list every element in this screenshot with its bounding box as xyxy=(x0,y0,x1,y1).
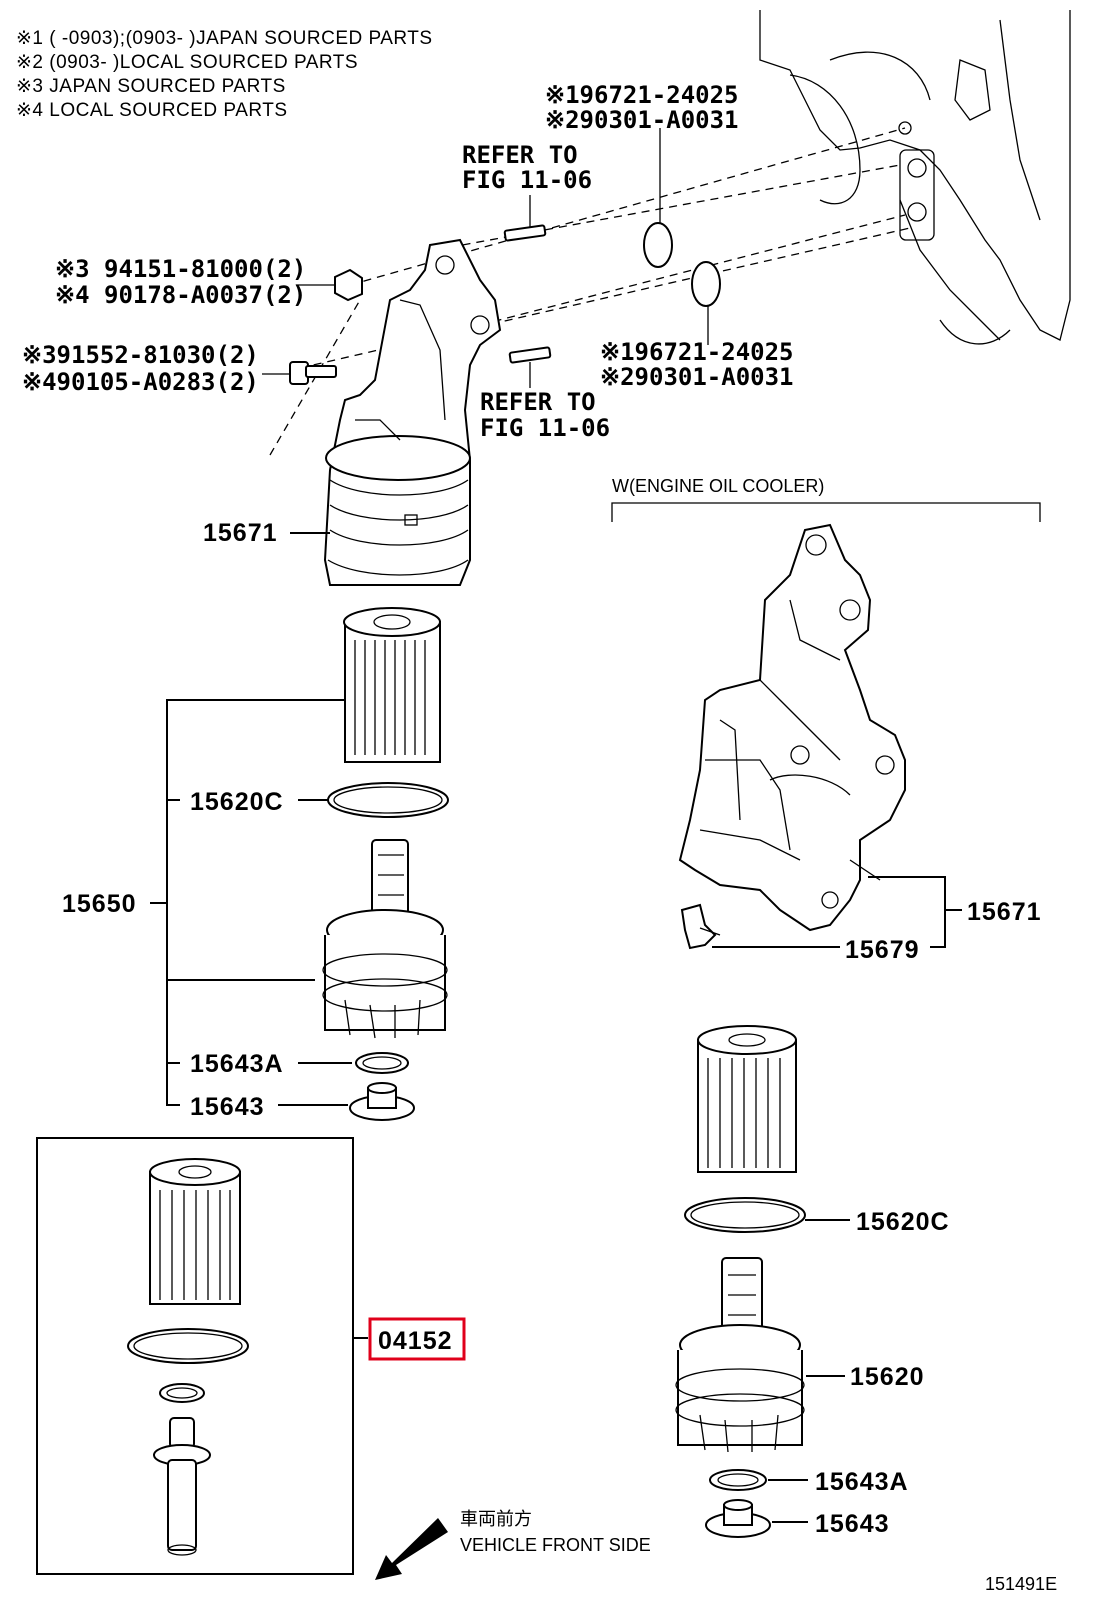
kit-part-highlight xyxy=(368,1317,466,1361)
oring-top xyxy=(643,222,673,268)
assembly-bracket-left xyxy=(150,699,345,1106)
filter-cap-left xyxy=(322,839,448,1039)
kit-filter-element xyxy=(149,1158,241,1305)
left-assembly-label: 15650 xyxy=(62,890,137,918)
left-element-gasket-label: 15620C xyxy=(190,788,284,816)
kit-box xyxy=(36,1137,354,1575)
left-cap-gasket-label: 15643A xyxy=(190,1050,284,1078)
nut-label-1: ※3 94151-81000(2) xyxy=(55,255,306,283)
kit-part-label[interactable]: 04152 xyxy=(378,1327,453,1355)
right-housing-bracket xyxy=(868,876,946,948)
drain-plug-left xyxy=(349,1082,415,1121)
filter-element-left xyxy=(343,607,441,763)
element-gasket-right xyxy=(684,1197,806,1233)
cooler-label: W(ENGINE OIL COOLER) xyxy=(612,476,824,496)
right-bracket-label: 15679 xyxy=(845,936,920,964)
filter-element-right xyxy=(697,1025,797,1173)
housing-left-drawing xyxy=(323,238,502,586)
bolt-icon xyxy=(289,361,337,385)
stud-top xyxy=(503,224,547,242)
engine-block-drawing xyxy=(759,10,1071,345)
kit-element-gasket xyxy=(127,1328,249,1364)
right-element-gasket-label: 15620C xyxy=(856,1208,950,1236)
kit-drain-pipe xyxy=(153,1417,211,1556)
bolt-label-1: ※391552-81030(2) xyxy=(22,341,259,369)
left-plug-label: 15643 xyxy=(190,1093,265,1121)
note-1: ※1 ( -0903);(0903- )JAPAN SOURCED PARTS xyxy=(16,28,433,49)
gasket-top-label-1: ※196721-24025 xyxy=(545,81,739,109)
note-4: ※4 LOCAL SOURCED PARTS xyxy=(16,100,288,121)
front-side-jp: 車両前方 xyxy=(460,1509,532,1529)
gasket-mid-label-2: ※290301-A0031 xyxy=(600,363,794,391)
refer-mid-1: REFER TO xyxy=(480,388,596,416)
nut-label-2: ※4 90178-A0037(2) xyxy=(55,281,306,309)
filter-cap-right xyxy=(675,1257,805,1453)
cap-gasket-right xyxy=(709,1469,767,1491)
note-2: ※2 (0903- )LOCAL SOURCED PARTS xyxy=(16,52,358,73)
notes-block: ※1 ( -0903);(0903- )JAPAN SOURCED PARTS … xyxy=(16,28,433,121)
right-cap-label: 15620 xyxy=(850,1363,925,1391)
nut-icon xyxy=(334,268,363,302)
oring-mid xyxy=(691,261,721,307)
stud-mid xyxy=(508,346,552,364)
element-gasket-left xyxy=(327,782,449,818)
right-housing-label: 15671 xyxy=(967,898,1042,926)
housing-right-drawing xyxy=(678,523,906,932)
front-direction-arrow-icon xyxy=(375,1518,448,1580)
figure-id: 151491E xyxy=(985,1574,1057,1594)
bolt-label-2: ※490105-A0283(2) xyxy=(22,368,259,396)
gasket-mid-label-1: ※196721-24025 xyxy=(600,338,794,366)
refer-mid-2: FIG 11-06 xyxy=(480,414,610,442)
cooler-bracket xyxy=(611,502,1041,522)
right-plug-label: 15643 xyxy=(815,1510,890,1538)
front-side-en: VEHICLE FRONT SIDE xyxy=(460,1535,651,1555)
gasket-top-label-2: ※290301-A0031 xyxy=(545,106,739,134)
kit-cap-gasket xyxy=(159,1383,205,1403)
left-housing-label: 15671 xyxy=(203,519,278,547)
right-cap-gasket-label: 15643A xyxy=(815,1468,909,1496)
drain-plug-right xyxy=(705,1499,771,1538)
refer-top-2: FIG 11-06 xyxy=(462,166,592,194)
note-3: ※3 JAPAN SOURCED PARTS xyxy=(16,76,286,97)
cap-gasket-left xyxy=(355,1052,409,1074)
bracket-15679-drawing xyxy=(680,903,721,950)
refer-top-1: REFER TO xyxy=(462,141,578,169)
